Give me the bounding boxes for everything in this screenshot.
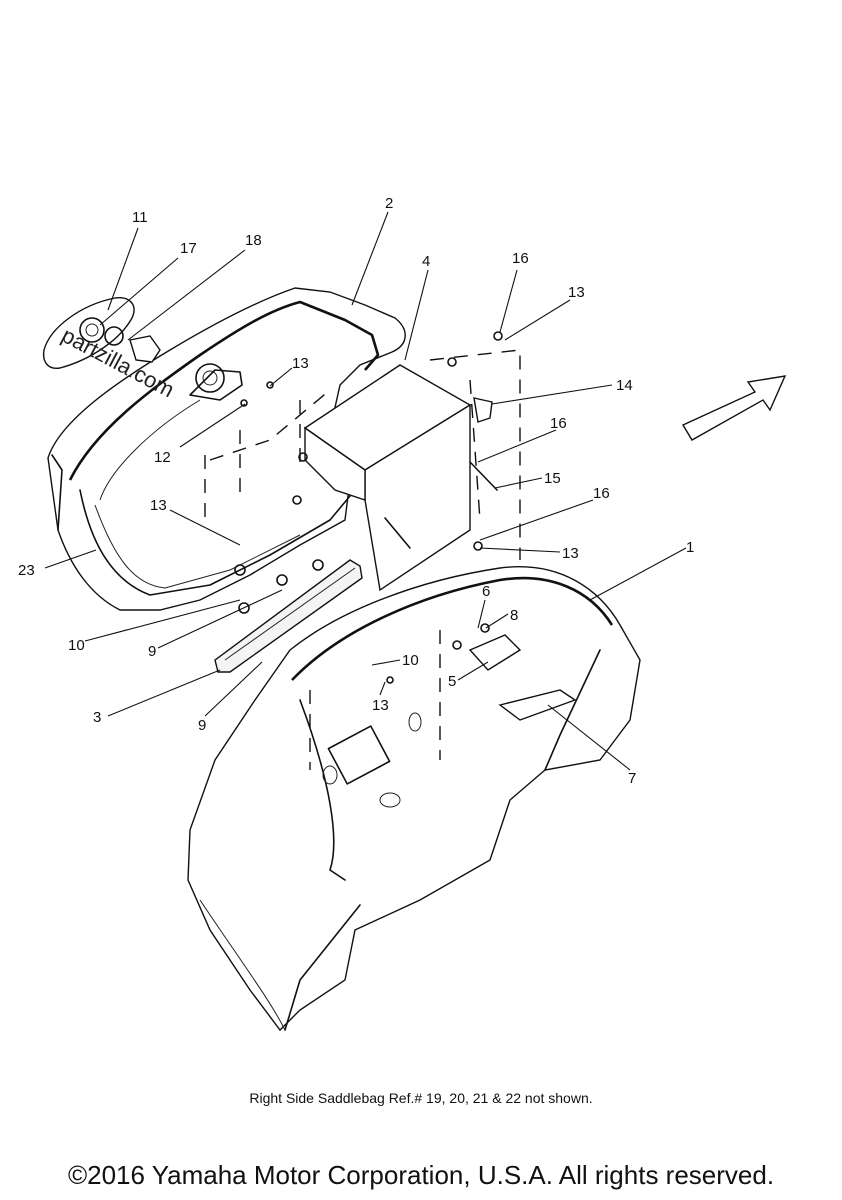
diagram-caption: Right Side Saddlebag Ref.# 19, 20, 21 & … bbox=[249, 1090, 593, 1106]
fasteners bbox=[234, 331, 503, 684]
copyright-notice: ©2016 Yamaha Motor Corporation, U.S.A. A… bbox=[67, 1160, 775, 1190]
callout-11: 11 bbox=[132, 209, 148, 226]
callout-16c: 16 bbox=[593, 485, 610, 502]
callout-4: 4 bbox=[422, 253, 430, 270]
assembly-guide-lines bbox=[204, 349, 521, 770]
callout-15: 15 bbox=[544, 470, 561, 487]
liner-box bbox=[303, 364, 472, 592]
forward-direction-arrow bbox=[681, 375, 787, 441]
callout-18: 18 bbox=[245, 232, 262, 249]
callout-14: 14 bbox=[616, 377, 633, 394]
callout-16a: 16 bbox=[512, 250, 529, 267]
saddlebag-lid bbox=[47, 287, 406, 611]
callout-13e: 13 bbox=[372, 697, 389, 714]
callout-13b: 13 bbox=[568, 284, 585, 301]
leader-lines bbox=[44, 211, 687, 771]
callout-labels: 1 2 3 4 5 6 7 8 9 9 10 10 11 12 13 13 13… bbox=[18, 195, 694, 787]
callout-23: 23 bbox=[18, 562, 35, 579]
callout-16b: 16 bbox=[550, 415, 567, 432]
callout-9a: 9 bbox=[148, 643, 156, 660]
callout-3: 3 bbox=[93, 709, 101, 726]
callout-17: 17 bbox=[180, 240, 197, 257]
callout-10a: 10 bbox=[68, 637, 85, 654]
hinge-bar bbox=[214, 559, 363, 673]
saddlebag-body bbox=[187, 566, 641, 1032]
callout-9b: 9 bbox=[198, 717, 206, 734]
callout-7: 7 bbox=[628, 770, 636, 787]
callout-5: 5 bbox=[448, 673, 456, 690]
callout-8: 8 bbox=[510, 607, 518, 624]
callout-13a: 13 bbox=[292, 355, 309, 372]
callout-2: 2 bbox=[385, 195, 393, 212]
callout-13d: 13 bbox=[562, 545, 579, 562]
callout-1: 1 bbox=[686, 539, 694, 556]
callout-12: 12 bbox=[154, 449, 171, 466]
callout-13c: 13 bbox=[150, 497, 167, 514]
callout-10b: 10 bbox=[402, 652, 419, 669]
callout-6: 6 bbox=[482, 583, 490, 600]
